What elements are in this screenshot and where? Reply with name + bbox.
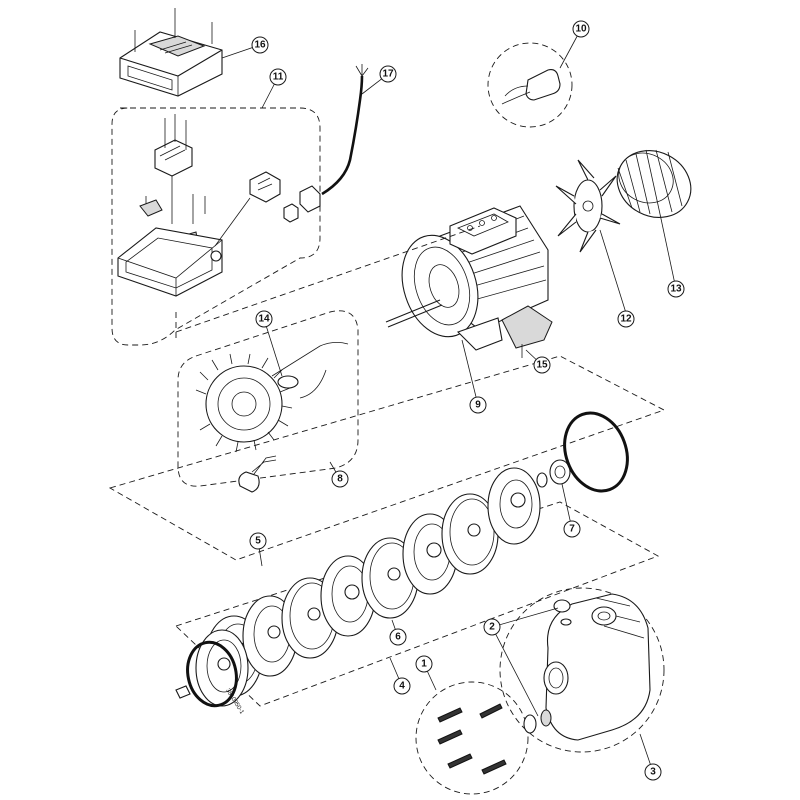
callout-12[interactable]: 12: [617, 310, 635, 328]
callout-11[interactable]: 11: [269, 68, 287, 86]
svg-text:16: 16: [254, 40, 266, 51]
pump-casing-assembly: [499, 587, 665, 753]
callout-16[interactable]: 16: [251, 36, 269, 54]
callout-17[interactable]: 17: [379, 65, 397, 83]
callout-7[interactable]: 7: [563, 520, 581, 538]
svg-text:9: 9: [475, 400, 481, 411]
motor-support-foot: [501, 305, 553, 358]
svg-text:10: 10: [575, 24, 587, 35]
svg-text:6: 6: [395, 632, 401, 643]
svg-text:7: 7: [569, 524, 575, 535]
svg-text:12: 12: [620, 314, 632, 325]
svg-text:4: 4: [399, 681, 405, 692]
callout-2[interactable]: 2: [483, 618, 501, 636]
callout-8[interactable]: 8: [331, 470, 349, 488]
callout-9[interactable]: 9: [469, 396, 487, 414]
fan-cover: [616, 149, 692, 218]
terminal-box-assembly: [111, 107, 321, 346]
svg-text:1: 1: [421, 659, 427, 670]
callout-1[interactable]: 1: [415, 655, 433, 673]
svg-text:2: 2: [489, 622, 495, 633]
svg-text:13: 13: [670, 284, 682, 295]
power-cable: [321, 64, 369, 196]
callout-5[interactable]: 5: [249, 532, 267, 550]
callouts: 16 11 17 10 12 13 14 15 9 8 7 5 6 4 2 3 …: [249, 20, 685, 781]
callout-3[interactable]: 3: [644, 763, 662, 781]
stage-stack-envelope: [108, 355, 666, 707]
callout-10[interactable]: 10: [572, 20, 590, 38]
motor-body: [385, 205, 549, 351]
svg-text:5: 5: [255, 536, 261, 547]
cooling-fan: [555, 159, 621, 253]
svg-text:3: 3: [650, 767, 656, 778]
terminal-box-lid: [119, 8, 223, 97]
callout-13[interactable]: 13: [667, 280, 685, 298]
callout-14[interactable]: 14: [255, 310, 273, 328]
svg-text:11: 11: [273, 72, 284, 83]
motor-flange-assembly: [177, 310, 359, 493]
diffuser-stages: [205, 467, 541, 697]
svg-text:17: 17: [382, 69, 394, 80]
capacitor: [487, 42, 573, 128]
svg-text:15: 15: [536, 360, 548, 371]
end-stage: 3810950-1: [175, 629, 249, 716]
stage: [487, 467, 541, 545]
mechanical-seal: [536, 459, 571, 488]
svg-text:14: 14: [258, 314, 270, 325]
o-ring-stack: [563, 411, 629, 493]
bolt-set: [415, 681, 552, 795]
callout-6[interactable]: 6: [389, 628, 407, 646]
callout-15[interactable]: 15: [533, 356, 551, 374]
svg-text:8: 8: [337, 474, 343, 485]
callout-4[interactable]: 4: [393, 677, 411, 695]
